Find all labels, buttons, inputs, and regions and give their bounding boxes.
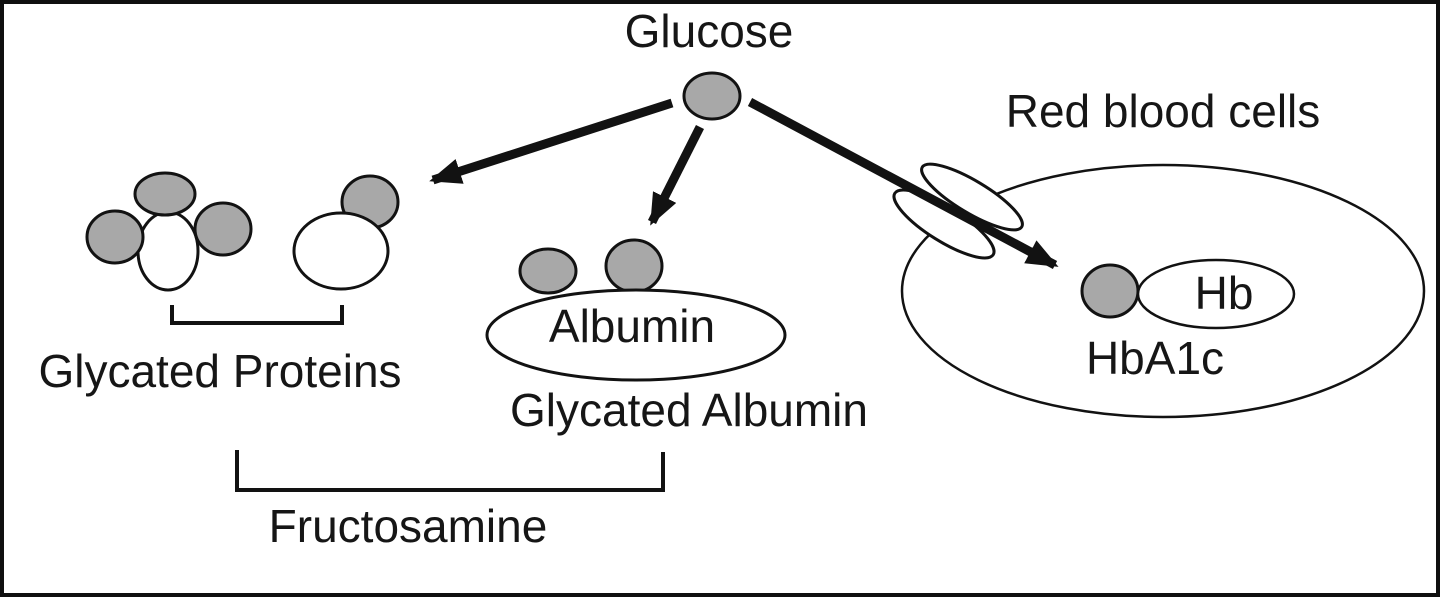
glucose-molecule-icon: [518, 247, 578, 295]
glycated-proteins-label: Glycated Proteins: [38, 345, 402, 397]
hba1c-label: HbA1c: [1085, 332, 1225, 384]
membrane-transporter-icon: [920, 162, 1024, 232]
glucose-molecule-icon: [193, 201, 253, 257]
arrow-glucose-to-glycated-albumin: [647, 124, 705, 226]
protein-body-ellipse: [292, 211, 390, 291]
hb-ellipse: [1136, 258, 1296, 330]
fructosamine-bracket: [235, 450, 665, 492]
arrow-glucose-to-glycated-proteins: [429, 98, 674, 185]
red-blood-cells-label: Red blood cells: [1005, 85, 1321, 137]
glucose-molecule-icon: [85, 209, 145, 265]
glycated-albumin-label: Glycated Albumin: [510, 384, 868, 436]
glucose-molecule-icon: [1080, 263, 1140, 319]
glycated-proteins-bracket: [170, 305, 344, 325]
glucose-molecule-icon: [604, 238, 664, 294]
glucose-molecule-icon: [133, 171, 197, 217]
fructosamine-label: Fructosamine: [268, 500, 548, 552]
arrow-glucose-to-red-blood-cell: [747, 98, 1059, 269]
albumin-ellipse: [485, 288, 787, 382]
glucose-label: Glucose: [624, 5, 794, 57]
glucose-molecule-icon: [682, 71, 742, 121]
hb-label: Hb: [1194, 267, 1254, 319]
albumin-label: Albumin: [548, 300, 716, 352]
protein-body-ellipse: [136, 210, 200, 292]
